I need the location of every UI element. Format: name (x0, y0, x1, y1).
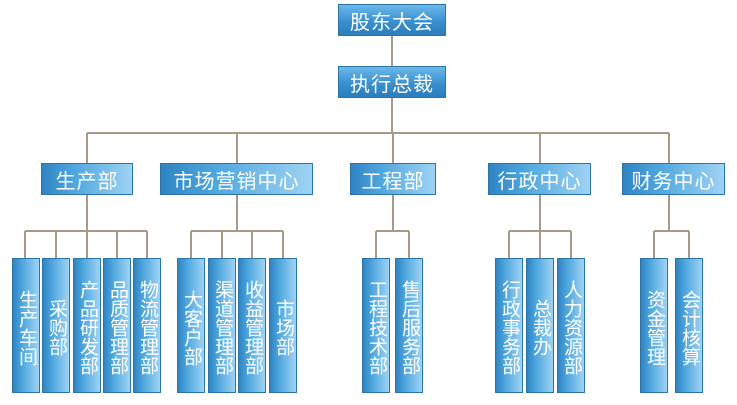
node-sub-unit: 总裁办 (526, 258, 554, 393)
node-label: 会计核算 (679, 289, 701, 366)
node-label: 工程技术部 (366, 280, 388, 375)
node-sub-unit: 资金管理 (640, 258, 668, 393)
node-ceo: 执行总裁 (338, 66, 446, 98)
node-label: 执行总裁 (350, 71, 434, 96)
node-label: 采购部 (46, 299, 68, 356)
node-label: 物流管理部 (137, 280, 159, 375)
node-label: 总裁办 (530, 299, 552, 356)
node-dept-marketing: 市场营销中心 (160, 163, 313, 195)
node-dept-engineering: 工程部 (350, 163, 436, 195)
node-label: 行政中心 (497, 168, 582, 193)
node-label: 大客户部 (181, 289, 203, 366)
node-label: 生产部 (55, 168, 119, 193)
node-dept-finance: 财务中心 (622, 163, 725, 195)
node-label: 人力资源部 (561, 280, 583, 375)
node-sub-unit: 工程技术部 (362, 258, 390, 393)
node-shareholders-meeting: 股东大会 (338, 4, 446, 36)
node-label: 工程部 (361, 168, 425, 193)
node-label: 市场营销中心 (173, 168, 300, 193)
node-label: 渠道管理部 (212, 280, 234, 375)
node-sub-unit: 渠道管理部 (208, 258, 236, 393)
node-sub-unit: 物流管理部 (133, 258, 161, 393)
node-sub-unit: 会计核算 (675, 258, 703, 393)
node-label: 收益管理部 (242, 280, 264, 375)
node-dept-production: 生产部 (41, 163, 133, 195)
node-sub-unit: 产品研发部 (73, 258, 101, 393)
node-sub-unit: 市场部 (269, 258, 297, 393)
node-sub-unit: 行政事务部 (495, 258, 523, 393)
node-label: 行政事务部 (499, 280, 521, 375)
node-label: 股东大会 (350, 9, 434, 34)
node-label: 资金管理 (644, 289, 666, 366)
node-sub-unit: 收益管理部 (238, 258, 266, 393)
node-sub-unit: 生产车间 (12, 258, 40, 393)
node-label: 售后服务部 (399, 280, 421, 375)
node-label: 产品研发部 (77, 280, 99, 375)
node-dept-administration: 行政中心 (488, 163, 591, 195)
node-label: 品质管理部 (107, 280, 129, 375)
node-sub-unit: 人力资源部 (557, 258, 585, 393)
node-label: 市场部 (273, 299, 295, 356)
node-sub-unit: 大客户部 (177, 258, 205, 393)
node-sub-unit: 售后服务部 (395, 258, 423, 393)
node-sub-unit: 采购部 (42, 258, 70, 393)
node-sub-unit: 品质管理部 (103, 258, 131, 393)
node-label: 财务中心 (631, 168, 716, 193)
node-label: 生产车间 (16, 289, 38, 366)
